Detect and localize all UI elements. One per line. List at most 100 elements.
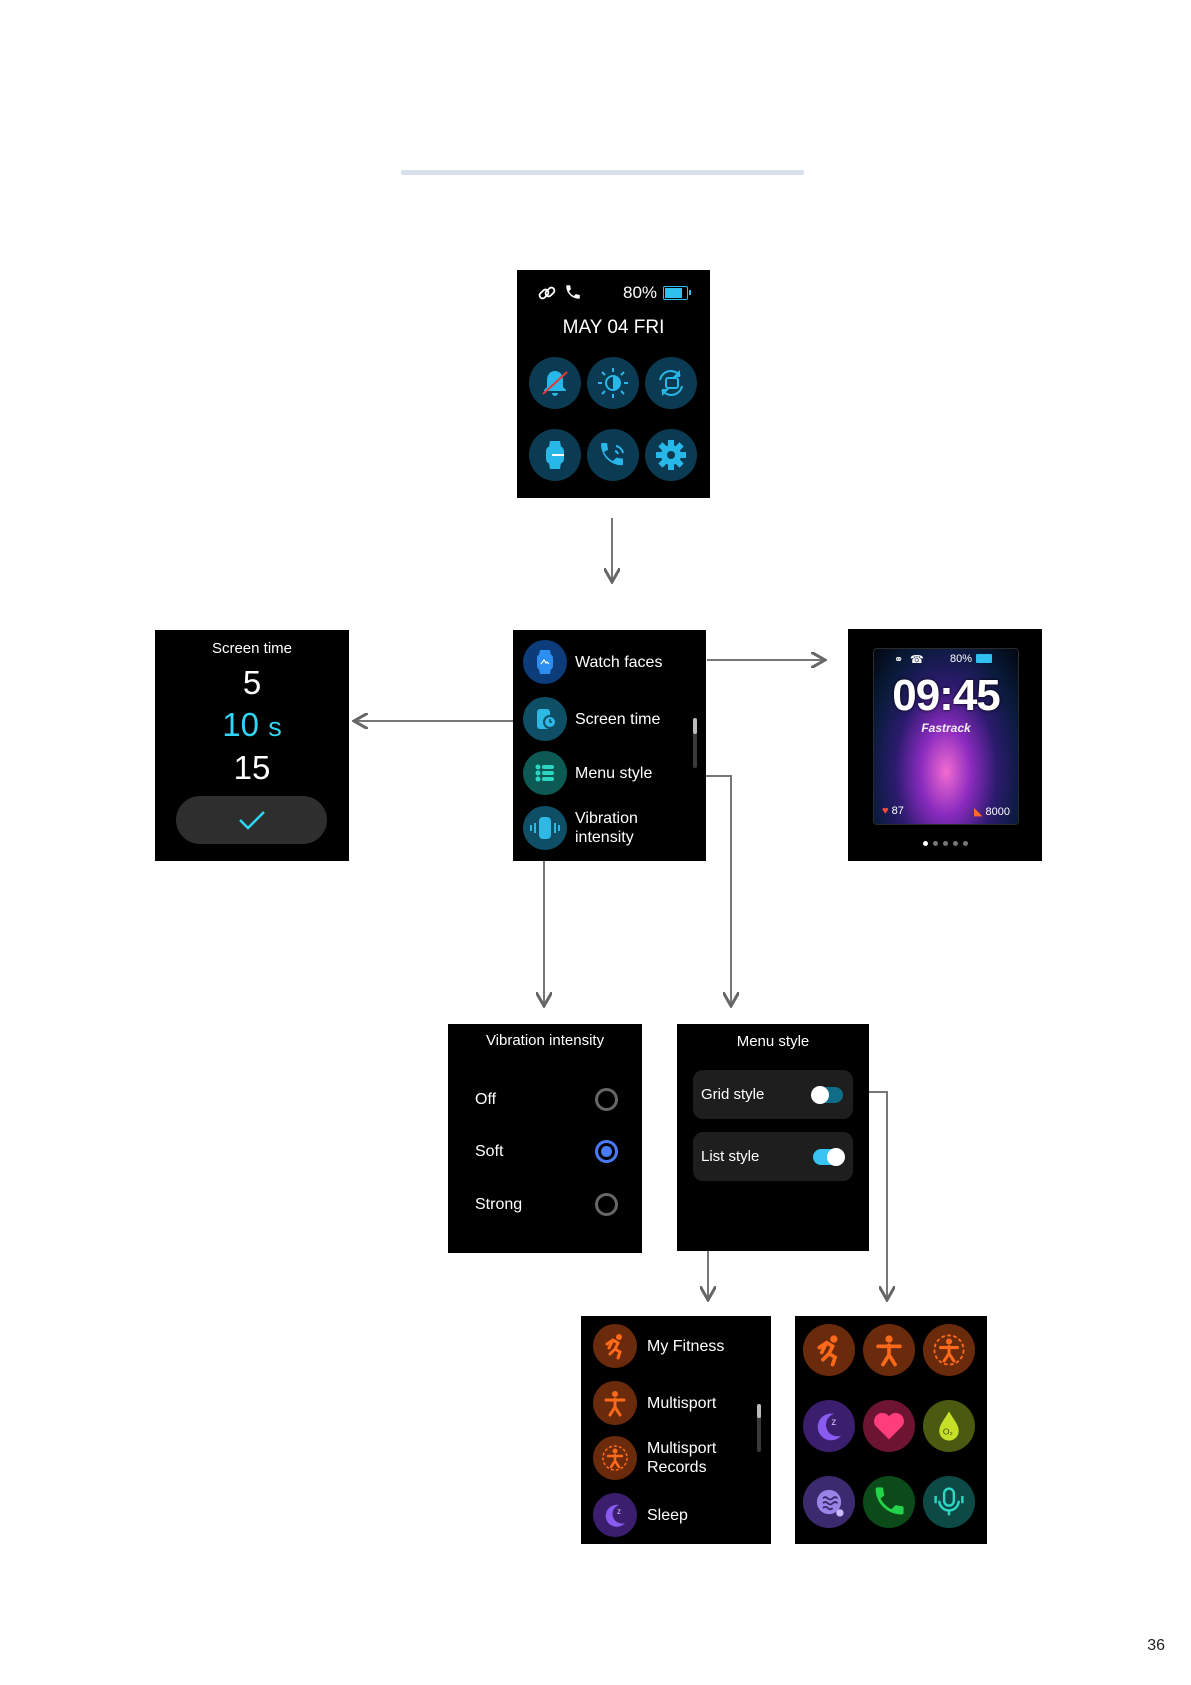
settings-list-screen: Watch faces Screen time Menu style Vibra… xyxy=(513,630,706,861)
grid-style-toggle[interactable] xyxy=(813,1087,843,1103)
watch-face-preview[interactable]: ⚭ ☎ 80% 09:45 Fastrack ♥ 87 ◣ 8000 xyxy=(873,648,1019,825)
svg-text:z: z xyxy=(617,1507,621,1516)
app-item-sleep[interactable]: z Sleep xyxy=(593,1493,688,1537)
screen-time-option: 10 xyxy=(222,706,259,743)
screen-time-screen: Screen time 5 10 s 15 xyxy=(155,630,349,861)
watch-face-stats: ♥ 87 ◣ 8000 xyxy=(882,805,1010,818)
menu-style-icon xyxy=(523,751,567,795)
multisport-records-icon xyxy=(593,1436,637,1480)
phone-icon: ☎ xyxy=(910,653,924,666)
grid-style-option[interactable]: Grid style xyxy=(693,1070,853,1119)
svg-text:z: z xyxy=(831,1417,836,1428)
battery-percent: 80% xyxy=(623,283,657,303)
stress-icon[interactable] xyxy=(803,1476,855,1528)
app-label: My Fitness xyxy=(647,1337,724,1356)
settings-item-label: Watch faces xyxy=(575,653,662,672)
app-label: Sleep xyxy=(647,1506,688,1525)
vibration-option-off[interactable]: Off xyxy=(475,1088,618,1111)
page-indicator xyxy=(848,841,1042,846)
voice-assistant-icon[interactable] xyxy=(923,1476,975,1528)
vibration-intensity-screen: Vibration intensity Off Soft Strong xyxy=(448,1024,642,1253)
heart-icon: ♥ xyxy=(882,805,889,817)
list-style-toggle[interactable] xyxy=(813,1149,843,1165)
page-dot xyxy=(963,841,968,846)
settings-item-label: Vibration intensity xyxy=(575,809,645,847)
call-vibration-toggle[interactable] xyxy=(587,429,639,481)
heart-icon[interactable] xyxy=(863,1400,915,1452)
confirm-button[interactable] xyxy=(176,796,327,844)
watch-time: 09:45 xyxy=(874,671,1018,721)
phone-wave-icon xyxy=(596,438,630,472)
date-label: MAY 04 FRI xyxy=(517,317,710,339)
link-icon xyxy=(537,283,557,303)
radio-soft[interactable] xyxy=(595,1140,618,1163)
vibration-option-soft[interactable]: Soft xyxy=(475,1140,618,1163)
bell-off-icon xyxy=(538,366,572,400)
rotate-icon xyxy=(654,366,688,400)
sleep-icon[interactable]: z xyxy=(803,1400,855,1452)
page-number: 36 xyxy=(1147,1637,1165,1655)
steps-value: 8000 xyxy=(986,806,1010,818)
sleep-icon: z xyxy=(593,1493,637,1537)
running-icon xyxy=(593,1324,637,1368)
page-dot xyxy=(923,841,928,846)
vibration-option-strong[interactable]: Strong xyxy=(475,1193,618,1216)
screen-time-option[interactable]: 5 xyxy=(155,664,349,702)
shoe-icon: ◣ xyxy=(974,806,982,818)
battery-percent: 80% xyxy=(950,653,972,665)
svg-text:O₂: O₂ xyxy=(943,1427,953,1437)
status-bar: 80% xyxy=(517,282,710,304)
link-icon: ⚭ xyxy=(894,653,903,666)
settings-item-vibration[interactable]: Vibration intensity xyxy=(523,806,645,850)
running-icon[interactable] xyxy=(803,1324,855,1376)
app-item-multisport[interactable]: Multisport xyxy=(593,1381,716,1425)
checkmark-icon xyxy=(237,809,267,831)
option-label: Strong xyxy=(475,1196,522,1214)
radio-off[interactable] xyxy=(595,1088,618,1111)
heart-rate: ♥ 87 xyxy=(882,805,904,818)
settings-item-menu-style[interactable]: Menu style xyxy=(523,751,652,795)
dnd-toggle[interactable] xyxy=(529,357,581,409)
battery-icon xyxy=(976,654,992,663)
control-center-screen: 80% MAY 04 FRI xyxy=(517,270,710,498)
app-label: Multisport Records xyxy=(647,1439,727,1477)
multisport-records-icon[interactable] xyxy=(923,1324,975,1376)
app-item-my-fitness[interactable]: My Fitness xyxy=(593,1324,724,1368)
vibration-icon xyxy=(523,806,567,850)
brightness-toggle[interactable] xyxy=(587,357,639,409)
screen-time-option[interactable]: 15 xyxy=(155,749,349,787)
settings-item-label: Menu style xyxy=(575,764,652,783)
list-style-option[interactable]: List style xyxy=(693,1132,853,1181)
screen-time-selected[interactable]: 10 s xyxy=(155,706,349,744)
brand-label: Fastrack xyxy=(874,721,1018,735)
spo2-icon[interactable]: O₂ xyxy=(923,1400,975,1452)
page-dot xyxy=(933,841,938,846)
multisport-icon[interactable] xyxy=(863,1324,915,1376)
option-label: Soft xyxy=(475,1143,503,1161)
menu-style-title: Menu style xyxy=(677,1033,869,1050)
find-watch-toggle[interactable] xyxy=(529,429,581,481)
battery-icon xyxy=(663,286,688,300)
radio-strong[interactable] xyxy=(595,1193,618,1216)
unit-label: s xyxy=(268,712,282,742)
app-item-multisport-records[interactable]: Multisport Records xyxy=(593,1436,727,1480)
rotate-toggle[interactable] xyxy=(645,357,697,409)
watch-icon xyxy=(538,438,572,472)
phone-icon[interactable] xyxy=(863,1476,915,1528)
settings-item-label: Screen time xyxy=(575,710,660,729)
option-label: List style xyxy=(701,1148,759,1165)
screen-time-icon xyxy=(523,697,567,741)
scrollbar[interactable] xyxy=(693,718,697,768)
app-label: Multisport xyxy=(647,1394,716,1413)
settings-item-watch-faces[interactable]: Watch faces xyxy=(523,640,662,684)
scrollbar[interactable] xyxy=(757,1404,761,1452)
watch-face-screen: ⚭ ☎ 80% 09:45 Fastrack ♥ 87 ◣ 8000 xyxy=(848,629,1042,861)
app-grid-screen: z O₂ xyxy=(795,1316,987,1544)
gear-icon xyxy=(654,438,688,472)
brightness-icon xyxy=(596,366,630,400)
settings-toggle[interactable] xyxy=(645,429,697,481)
multisport-icon xyxy=(593,1381,637,1425)
settings-item-screen-time[interactable]: Screen time xyxy=(523,697,660,741)
screen-time-title: Screen time xyxy=(155,640,349,657)
app-list-screen: My Fitness Multisport Multisport Records… xyxy=(581,1316,771,1544)
